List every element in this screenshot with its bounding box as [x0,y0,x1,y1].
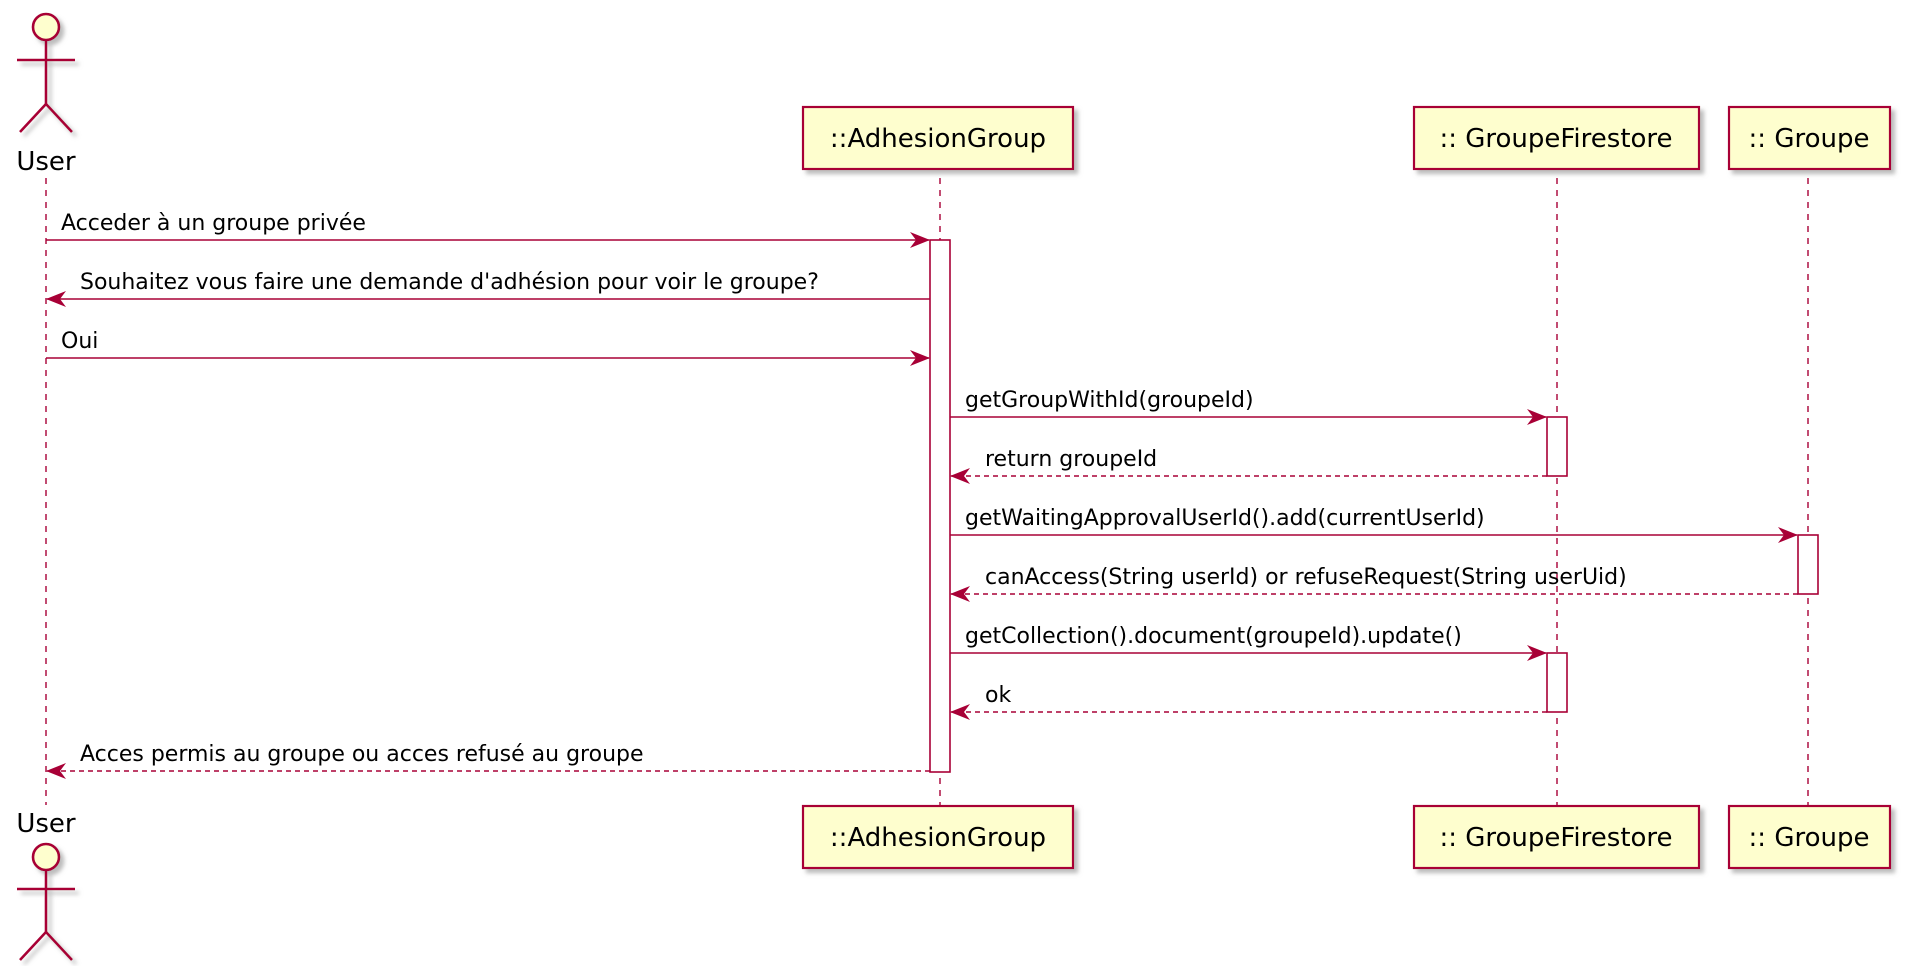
message-label-4: getGroupWithId(groupeId) [965,388,1254,413]
activation-groupe [1797,534,1819,595]
message-label-6: getWaitingApprovalUserId().add(currentUs… [965,506,1485,531]
participant-box-groupe-firestore-top [1412,105,1701,171]
participant-label-groupe-firestore-bottom: :: GroupeFirestore [1439,823,1672,853]
participant-box-adhesion-group-top [801,105,1075,171]
participant-box-groupe-top [1727,105,1892,171]
message-label-3: Oui [61,329,98,354]
participant-label-adhesion-group-top: ::AdhesionGroup [830,124,1046,154]
actor-user-label-bottom: User [16,809,76,839]
participant-label-adhesion-group-bottom: ::AdhesionGroup [830,823,1046,853]
actor-head [31,12,61,42]
message-label-9: ok [985,683,1011,708]
participant-box-adhesion-group-bottom [801,804,1075,870]
message-label-5: return groupeId [985,447,1157,472]
message-label-2: Souhaitez vous faire une demande d'adhés… [80,270,819,295]
message-label-7: canAccess(String userId) or refuseReques… [985,565,1627,590]
activation-firestore-2 [1546,652,1568,713]
participant-box-groupe-bottom [1727,804,1892,870]
actor-head [31,842,61,872]
actor-user-label-top: User [16,147,76,177]
message-label-1: Acceder à un groupe privée [61,211,366,236]
actor-user-bottom [17,842,75,961]
activation-adhesion-group [929,239,951,773]
message-label-8: getCollection().document(groupeId).updat… [965,624,1462,649]
participant-box-groupe-firestore-bottom [1412,804,1701,870]
participant-label-groupe-top: :: Groupe [1749,124,1870,154]
activation-firestore-1 [1546,416,1568,477]
participant-label-groupe-bottom: :: Groupe [1749,823,1870,853]
message-label-10: Acces permis au groupe ou acces refusé a… [80,742,644,767]
actor-user-top [17,12,75,133]
participant-label-groupe-firestore-top: :: GroupeFirestore [1439,124,1672,154]
